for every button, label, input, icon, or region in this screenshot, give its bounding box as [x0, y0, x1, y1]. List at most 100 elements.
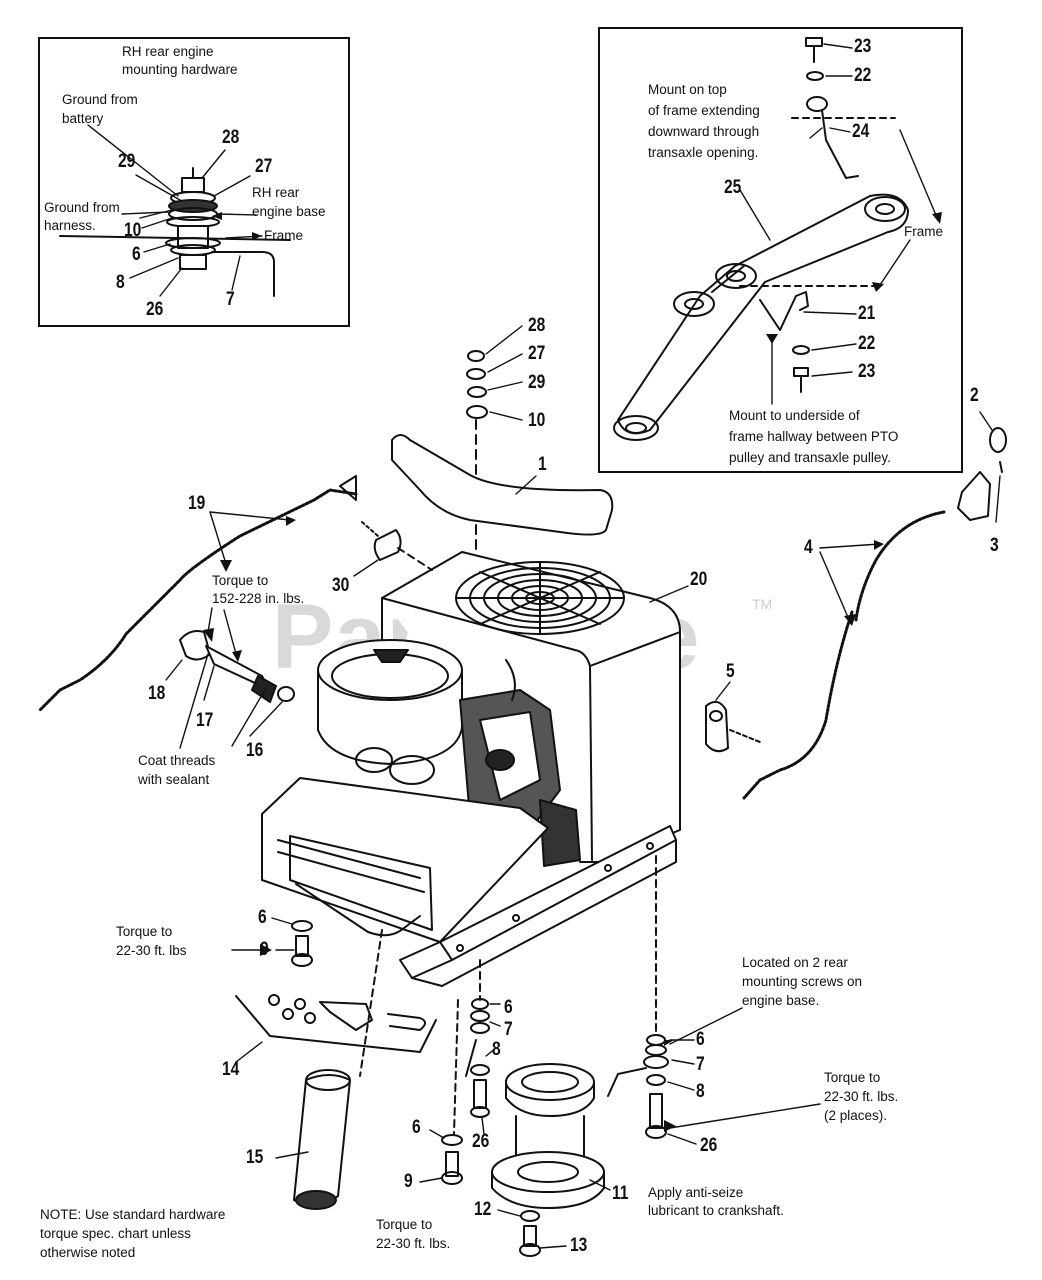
callout-7b: 7 — [504, 1019, 513, 1040]
inset-belt-guides — [598, 27, 963, 473]
hardware-6-9-bottom — [441, 999, 463, 1185]
torque-18-2: 152-228 in. lbs. — [212, 591, 305, 606]
callout-6b: 6 — [504, 997, 513, 1018]
torque-26-3: (2 places). — [824, 1108, 888, 1123]
ground-battery-2: battery — [62, 111, 104, 126]
part-19-cable — [38, 475, 358, 712]
inset-num-8: 8 — [116, 272, 125, 293]
torque-18-1: Torque to — [212, 573, 269, 588]
callout-17: 17 — [196, 710, 214, 731]
callout-8b: 8 — [492, 1039, 501, 1060]
parts-16-18-fittings — [179, 630, 295, 703]
callout-14: 14 — [222, 1059, 240, 1080]
callout-15: 15 — [246, 1147, 264, 1168]
mount-under-1: Mount to underside of — [729, 408, 860, 423]
anti-seize-2: lubricant to crankshaft. — [648, 1203, 784, 1218]
inset-belt-assembly — [613, 37, 909, 441]
ground-harness-2: harness. — [44, 218, 96, 233]
callout-8c: 8 — [696, 1081, 705, 1102]
torque-26-2: 22-30 ft. lbs. — [824, 1089, 899, 1104]
callout-26c: 26 — [700, 1135, 718, 1156]
callout-12: 12 — [474, 1199, 492, 1220]
inset-left-frame: Frame — [264, 228, 304, 243]
mount-top-1: Mount on top — [648, 82, 727, 97]
inset-num-28: 28 — [222, 127, 240, 148]
part-30-clip — [361, 521, 433, 571]
inset-right-leaders — [739, 43, 939, 405]
watermark-trademark: TM — [752, 596, 773, 612]
rh-base-1: RH rear — [252, 185, 300, 200]
inset-rh-rear-hardware — [38, 37, 350, 327]
part-14-linkage — [235, 994, 437, 1053]
part-5-clip — [705, 700, 761, 753]
callout-9a: 9 — [260, 939, 269, 960]
note-2: torque spec. chart unless — [40, 1226, 191, 1241]
arrowheads — [203, 212, 942, 1132]
callout-29: 29 — [528, 372, 546, 393]
inset-leaders — [87, 124, 263, 297]
part-4-cable — [742, 427, 1007, 800]
mount-under-3: pulley and transaxle pulley. — [729, 450, 891, 465]
callout-5: 5 — [726, 661, 735, 682]
callout-30: 30 — [332, 575, 350, 596]
anti-seize-1: Apply anti-seize — [648, 1185, 744, 1200]
part-11-pulley — [491, 1063, 605, 1209]
callout-20: 20 — [690, 569, 708, 590]
coat-threads-1: Coat threads — [138, 753, 216, 768]
inset-num-26: 26 — [146, 299, 164, 320]
callout-11: 11 — [612, 1183, 629, 1204]
torque-26-1: Torque to — [824, 1070, 881, 1085]
coat-threads-2: with sealant — [138, 772, 210, 787]
inset-num-24: 24 — [852, 121, 870, 142]
callout-13: 13 — [570, 1235, 588, 1256]
torque-bottom-2: 22-30 ft. lbs. — [376, 1236, 451, 1251]
hardware-6-9-left — [291, 920, 313, 967]
callout-6c: 6 — [696, 1029, 705, 1050]
inset-num-10: 10 — [124, 220, 142, 241]
callout-26b: 26 — [472, 1131, 490, 1152]
callout-18: 18 — [148, 683, 166, 704]
torque-9-2: 22-30 ft. lbs — [116, 943, 187, 958]
engine-body — [261, 551, 681, 987]
part-1-shield — [391, 434, 614, 536]
callout-10: 10 — [528, 410, 546, 431]
inset-num-23a: 23 — [854, 36, 872, 57]
hardware-center-stack — [465, 959, 490, 1118]
torque-9-1: Torque to — [116, 924, 173, 939]
torque-bottom-1: Torque to — [376, 1217, 433, 1232]
mount-under-2: frame hallway between PTO — [729, 429, 899, 444]
callout-7c: 7 — [696, 1054, 705, 1075]
inset-num-7: 7 — [226, 289, 235, 310]
part-15-hose — [293, 1074, 351, 1207]
inset-num-6: 6 — [132, 244, 141, 265]
mount-top-4: transaxle opening. — [648, 145, 759, 160]
part-12-13-hardware — [519, 1210, 541, 1257]
callout-9d: 9 — [404, 1171, 413, 1192]
ground-harness-1: Ground from — [44, 200, 120, 215]
callout-6d: 6 — [412, 1117, 421, 1138]
inset-left-title-2: mounting hardware — [122, 62, 238, 77]
main-leaders — [165, 325, 1001, 1249]
located-1: Located on 2 rear — [742, 955, 848, 970]
mount-top-2: of frame extending — [648, 103, 760, 118]
note-3: otherwise noted — [40, 1245, 136, 1260]
callout-27: 27 — [528, 343, 546, 364]
inset-bolt-stack — [59, 167, 291, 297]
located-3: engine base. — [742, 993, 820, 1008]
inset-num-25: 25 — [724, 177, 742, 198]
callout-19: 19 — [188, 493, 206, 514]
note-1: NOTE: Use standard hardware — [40, 1207, 226, 1222]
mount-top-3: downward through — [648, 124, 760, 139]
inset-num-22a: 22 — [854, 65, 872, 86]
inset-num-23b: 23 — [858, 361, 876, 382]
rh-base-2: engine base — [252, 204, 326, 219]
ground-battery-1: Ground from — [62, 92, 138, 107]
inset-num-27: 27 — [255, 156, 273, 177]
inset-right-frame: Frame — [904, 224, 944, 239]
callout-1: 1 — [538, 454, 547, 475]
callout-4: 4 — [804, 537, 813, 558]
inset-left-title-1: RH rear engine — [122, 44, 214, 59]
hardware-right-stack — [607, 855, 669, 1139]
